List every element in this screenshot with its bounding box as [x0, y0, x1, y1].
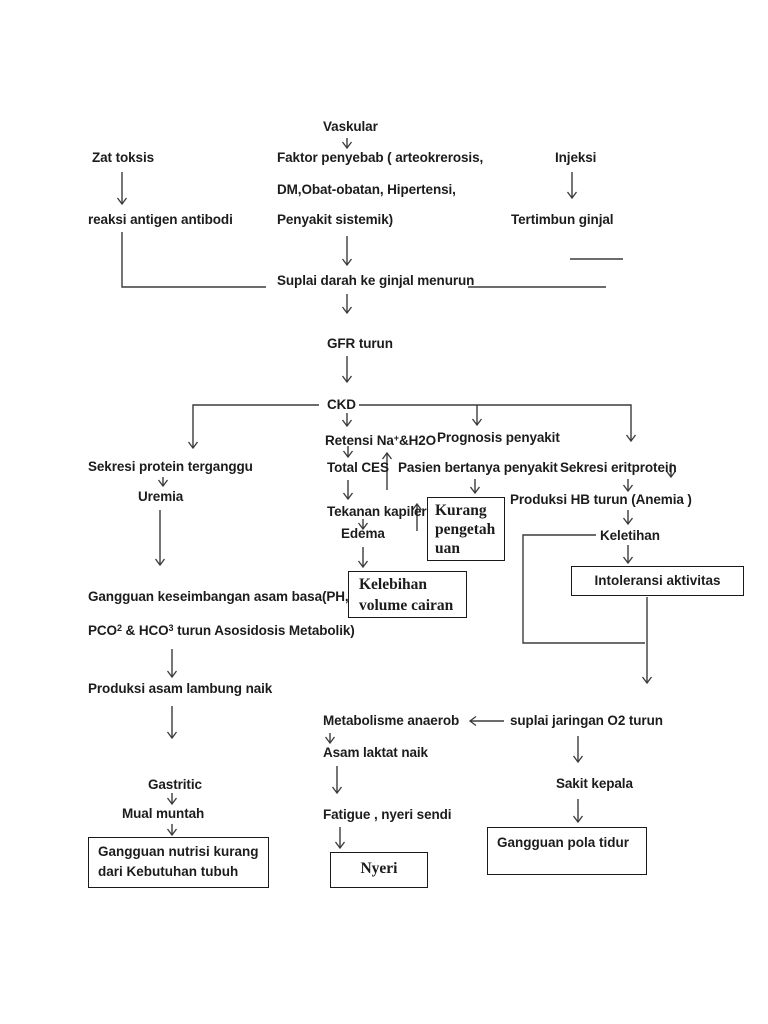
node-vaskular: Vaskular	[323, 119, 378, 134]
retensi-superscript: +	[393, 433, 399, 443]
node-retensi-na-h2o: Retensi Na+&H2O	[325, 430, 436, 449]
node-suplai-darah: Suplai darah ke ginjal menurun	[277, 273, 475, 288]
node-pasien-bertanya: Pasien bertanya penyakit	[398, 460, 558, 475]
node-sakit-kepala: Sakit kepala	[556, 776, 633, 791]
diagnosis-box-kelebihan-volume: Kelebihan volume cairan	[348, 571, 467, 618]
node-reaksi-antigen: reaksi antigen antibodi	[88, 212, 233, 227]
kelebihan-line1: Kelebihan	[359, 576, 428, 593]
kelebihan-line2: volume cairan	[359, 597, 454, 614]
node-asam-basa-line2: PCO2 & HCO3 turun Asosidosis Metabolik)	[88, 620, 355, 639]
node-total-ces: Total CES	[327, 460, 389, 475]
kurang-line2: pengetah	[435, 521, 496, 538]
nutrisi-line1: Gangguan nutrisi kurang	[98, 844, 259, 859]
node-gfr-turun: GFR turun	[327, 336, 393, 351]
node-produksi-asam-lambung: Produksi asam lambung naik	[88, 681, 273, 696]
nutrisi-line2: dari Kebutuhan tubuh	[98, 864, 239, 879]
node-tertimbun-ginjal: Tertimbun ginjal	[511, 212, 614, 227]
node-zat-toksis: Zat toksis	[92, 150, 155, 165]
node-gastritic: Gastritic	[148, 777, 202, 792]
node-keletihan: Keletihan	[600, 528, 660, 543]
kurang-line3: uan	[435, 540, 460, 557]
node-tekanan-kapiler: Tekanan kapiler	[327, 504, 427, 519]
node-faktor-penyebab-line2: DM,Obat-obatan, Hipertensi,	[277, 182, 456, 197]
asam-basa-text-2: & HCO	[121, 623, 169, 638]
hco-superscript: 3	[168, 623, 174, 633]
node-sekresi-eritprotein: Sekresi eritprotein	[560, 460, 677, 475]
diagnosis-box-intoleransi-aktivitas: Intoleransi aktivitas	[571, 566, 744, 596]
kurang-line1: Kurang	[435, 502, 487, 519]
node-edema: Edema	[341, 526, 385, 541]
node-faktor-penyebab-line3: Penyakit sistemik)	[277, 212, 394, 227]
node-prognosis: Prognosis penyakit	[437, 430, 560, 445]
node-faktor-penyebab-line1: Faktor penyebab ( arteokrerosis,	[277, 150, 484, 165]
node-produksi-hb: Produksi HB turun (Anemia )	[510, 492, 692, 507]
pco-superscript: 2	[116, 623, 122, 633]
asam-basa-text-3: turun Asosidosis Metabolik)	[173, 623, 355, 638]
asam-basa-text: PCO	[88, 623, 117, 638]
node-sekresi-protein: Sekresi protein terganggu	[88, 459, 253, 474]
arrow-ckd-to-sekresi-protein	[187, 404, 319, 450]
node-uremia: Uremia	[138, 489, 184, 504]
node-asam-laktat: Asam laktat naik	[323, 745, 428, 760]
diagnosis-box-gangguan-nutrisi: Gangguan nutrisi kurang dari Kebutuhan t…	[88, 837, 269, 888]
node-suplai-o2-turun: suplai jaringan O2 turun	[510, 713, 663, 728]
node-ckd: CKD	[327, 397, 356, 412]
node-metabolisme-anaerob: Metabolisme anaerob	[323, 713, 460, 728]
diagnosis-box-nyeri: Nyeri	[330, 852, 428, 888]
connector-reaksi-to-suplai	[121, 232, 266, 288]
node-mual-muntah: Mual muntah	[122, 806, 205, 821]
diagnosis-box-kurang-pengetahuan: Kurang pengetah uan	[427, 497, 505, 561]
retensi-text: Retensi Na	[325, 433, 394, 448]
node-fatigue-nyeri-sendi: Fatigue , nyeri sendi	[323, 807, 452, 822]
node-injeksi: Injeksi	[555, 150, 597, 165]
retensi-text-2: &H2O	[398, 433, 437, 448]
diagnosis-box-gangguan-pola-tidur: Gangguan pola tidur	[487, 827, 647, 875]
node-asam-basa-line1: Gangguan keseimbangan asam basa(PH,	[88, 589, 349, 604]
